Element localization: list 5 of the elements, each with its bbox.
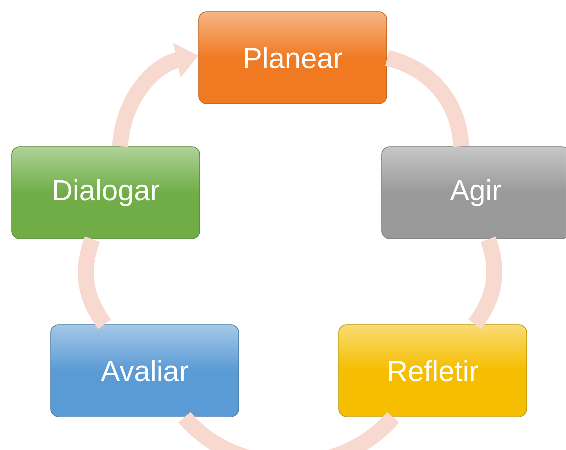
process-box: Dialogar [12, 146, 200, 240]
process-box: Planear [198, 12, 388, 104]
process-box: Avaliar [50, 324, 240, 418]
process-box: Agir [382, 146, 566, 240]
process-box: Refletir [338, 324, 528, 418]
